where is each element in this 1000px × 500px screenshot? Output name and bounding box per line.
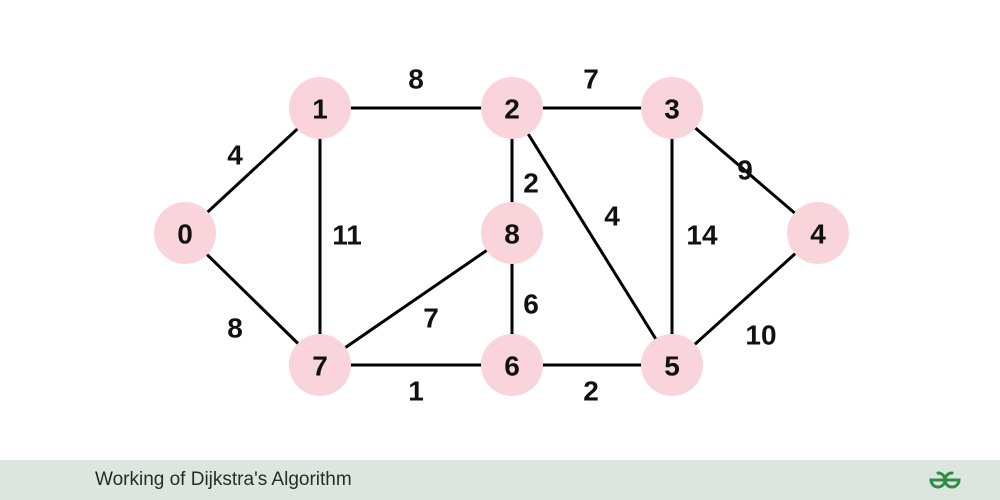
edge-weights-layer: 4 8 8 11 7 2 4 9 14 10 2 1 6 7 — [227, 64, 776, 407]
node-2: 2 — [481, 77, 543, 139]
node-circle-8 — [481, 202, 543, 264]
edge-weight-3-4: 9 — [737, 155, 753, 186]
edge-weight-7-8: 7 — [423, 303, 439, 334]
edge-weight-1-7: 11 — [332, 220, 362, 251]
edge-2-5 — [510, 107, 674, 366]
node-label-1: 1 — [312, 94, 328, 125]
node-0: 0 — [154, 202, 216, 264]
edge-weight-5-6: 2 — [583, 376, 599, 407]
node-circle-2 — [481, 77, 543, 139]
edge-weight-4-5: 10 — [745, 320, 776, 351]
node-circle-1 — [289, 77, 351, 139]
node-4: 4 — [787, 202, 849, 264]
node-label-2: 2 — [504, 94, 520, 125]
geeksforgeeks-logo-icon — [929, 471, 961, 489]
node-label-0: 0 — [177, 219, 193, 250]
edge-weight-2-5: 4 — [604, 201, 620, 232]
node-circle-6 — [481, 334, 543, 396]
node-circle-3 — [641, 77, 703, 139]
edge-4-5 — [670, 231, 820, 367]
edge-weight-0-7: 8 — [227, 313, 243, 344]
node-3: 3 — [641, 77, 703, 139]
caption-bar: Working of Dijkstra's Algorithm — [0, 460, 1000, 500]
node-label-8: 8 — [504, 219, 520, 250]
edge-weight-0-1: 4 — [227, 140, 243, 171]
node-circle-0 — [154, 202, 216, 264]
node-5: 5 — [641, 334, 703, 396]
edge-weight-2-3: 7 — [583, 64, 599, 95]
edge-0-7 — [183, 231, 322, 367]
graph-diagram: 4 8 8 11 7 2 4 9 14 10 2 1 6 7 0 1 2 3 4 5 6 7 8 — [154, 64, 849, 407]
node-circle-4 — [787, 202, 849, 264]
node-7: 7 — [289, 334, 351, 396]
edge-weight-2-8: 2 — [523, 168, 539, 199]
edge-7-8 — [319, 231, 513, 367]
edge-weight-6-7: 1 — [408, 376, 424, 407]
caption-text: Working of Dijkstra's Algorithm — [95, 469, 352, 490]
edge-weight-3-5: 14 — [686, 220, 718, 251]
node-label-5: 5 — [664, 351, 680, 382]
edge-3-4 — [671, 106, 819, 235]
node-label-3: 3 — [664, 94, 680, 125]
nodes-layer: 0 1 2 3 4 5 6 7 8 — [154, 77, 849, 396]
edge-weight-6-8: 6 — [523, 289, 539, 320]
node-1: 1 — [289, 77, 351, 139]
node-circle-7 — [289, 334, 351, 396]
node-label-6: 6 — [504, 351, 520, 382]
node-6: 6 — [481, 334, 543, 396]
node-circle-5 — [641, 334, 703, 396]
node-label-7: 7 — [312, 351, 328, 382]
node-8: 8 — [481, 202, 543, 264]
edge-weight-1-2: 8 — [408, 64, 424, 95]
node-label-4: 4 — [810, 219, 826, 250]
